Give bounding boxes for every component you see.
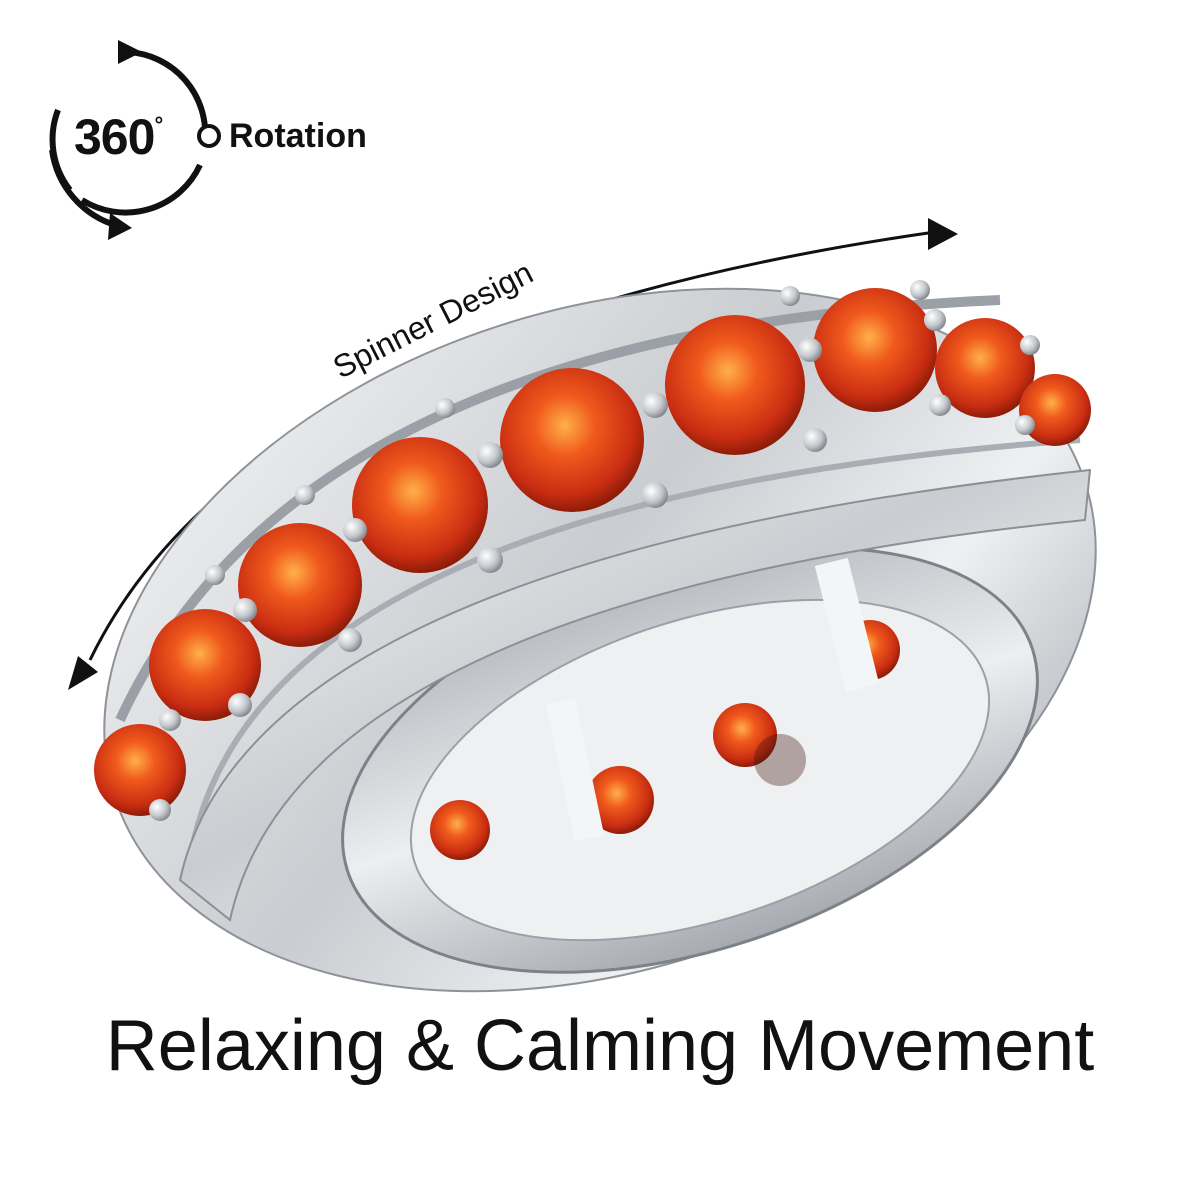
feature-caption: Relaxing & Calming Movement <box>105 1006 1095 1086</box>
gem-row <box>94 288 1091 816</box>
rotation-label: Rotation <box>229 117 367 155</box>
rotation-degrees: 360° <box>74 109 163 165</box>
rotation-arrows-icon <box>49 40 221 240</box>
spinner-ring-image <box>94 280 1097 993</box>
gem-prongs <box>149 280 1040 821</box>
degree-symbol: ° <box>154 112 163 137</box>
